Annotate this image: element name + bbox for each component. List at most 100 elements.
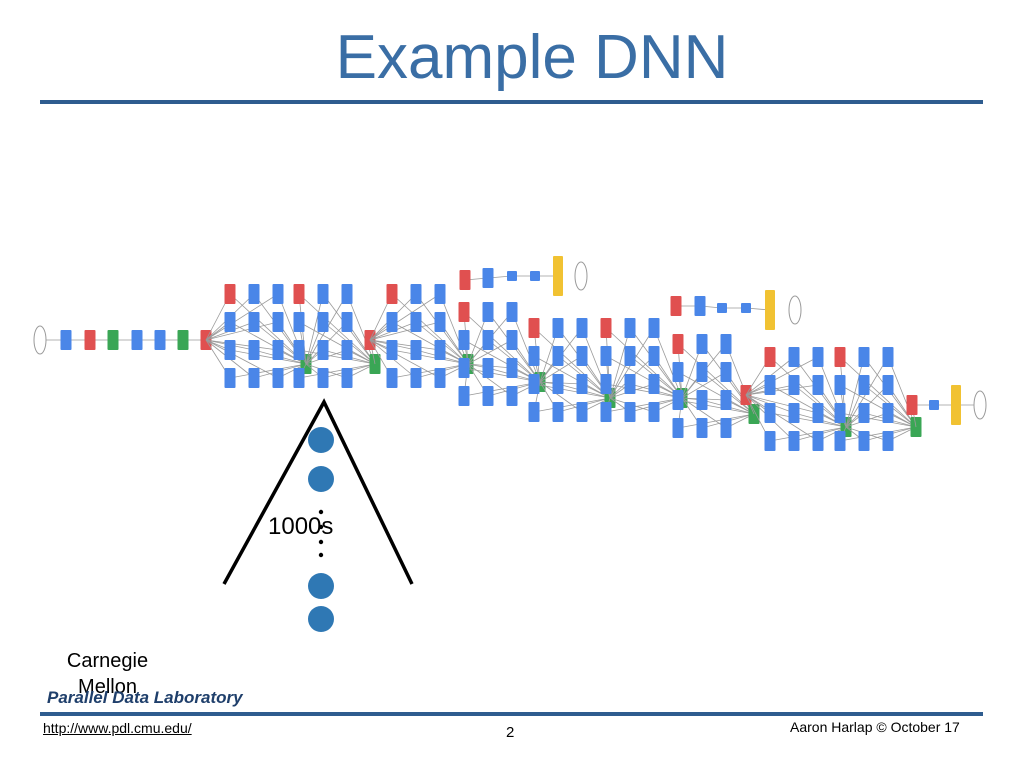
conv-layer: [341, 312, 353, 332]
conv-layer: [624, 402, 636, 422]
output-node: [574, 261, 588, 291]
conv-layer: [552, 346, 564, 366]
conv-layer: [272, 340, 284, 360]
conv-layer: [812, 431, 824, 451]
diagram-edge: [745, 394, 819, 442]
conv-layer: [882, 347, 894, 367]
pool-layer: [600, 318, 612, 338]
layer-node: [308, 466, 334, 492]
conv-layer: [764, 431, 776, 451]
conv-layer: [272, 284, 284, 304]
diagram-edge: [391, 363, 469, 379]
diagram-edge: [229, 293, 307, 365]
conv-layer: [720, 418, 732, 438]
conv-layer: [458, 386, 470, 406]
fc-layer: [530, 271, 540, 281]
softmax-layer: [553, 256, 563, 296]
conv-layer: [576, 374, 588, 394]
diagram-edge: [745, 394, 819, 414]
conv-layer: [624, 374, 636, 394]
conv-layer: [386, 340, 398, 360]
diagram-edge: [369, 339, 441, 351]
conv-layer: [293, 340, 305, 360]
conv-layer: [248, 284, 260, 304]
pdl-url-link[interactable]: http://www.pdl.cmu.edu/: [43, 720, 192, 736]
layer-node: [308, 427, 334, 453]
diagram-edge: [298, 321, 376, 365]
conv-layer: [317, 340, 329, 360]
diagram-edge: [745, 356, 819, 396]
diagram-edge: [839, 426, 917, 442]
diagram-edge: [305, 293, 324, 365]
diagram-edge: [677, 399, 755, 415]
softmax-layer: [765, 290, 775, 330]
pool-layer: [906, 395, 918, 415]
diagram-edge: [539, 355, 583, 383]
diagram-edge: [346, 293, 376, 365]
conv-layer: [696, 390, 708, 410]
conv-layer: [834, 375, 846, 395]
conv-layer: [410, 284, 422, 304]
diagram-edge: [229, 349, 307, 365]
diagram-edge: [439, 293, 469, 365]
slide-title: Example DNN: [335, 23, 729, 92]
diagram-edge: [298, 349, 376, 365]
conv-layer: [648, 374, 660, 394]
diagram-edge: [369, 339, 441, 379]
conv-layer: [528, 374, 540, 394]
input-node: [33, 325, 47, 355]
conv-layer: [788, 347, 800, 367]
conv-layer: [410, 340, 422, 360]
diagram-edge: [391, 349, 469, 365]
diagram-edge: [533, 327, 611, 399]
conv-layer: [764, 403, 776, 423]
ellipsis-dot: [318, 524, 324, 530]
conv-layer: [386, 368, 398, 388]
ellipsis-dot: [318, 539, 324, 545]
conv-layer: [788, 431, 800, 451]
output-node: [973, 390, 987, 420]
conv-layer: [882, 375, 894, 395]
diagram-edge: [839, 356, 917, 428]
conv-layer: [812, 375, 824, 395]
zoom-triangle: [222, 398, 414, 585]
output-node: [788, 295, 802, 325]
conv-layer: [672, 418, 684, 438]
conv-layer: [248, 368, 260, 388]
conv-layer: [482, 302, 494, 322]
diagram-edge: [605, 383, 683, 399]
conv-layer: [528, 346, 540, 366]
conv-layer: [506, 302, 518, 322]
conv-layer: [552, 374, 564, 394]
conv-layer: [224, 312, 236, 332]
diagram-edge: [839, 384, 917, 428]
conv-layer: [648, 346, 660, 366]
diagram-edge: [467, 339, 513, 365]
diagram-edge: [887, 356, 917, 428]
diagram-edge: [229, 363, 307, 379]
diagram-edge: [205, 293, 279, 341]
diagram-edge: [845, 356, 865, 428]
diagram-edge: [298, 363, 376, 379]
diagram-edge: [511, 311, 541, 383]
page-number: 2: [506, 724, 515, 741]
conv-layer: [272, 312, 284, 332]
layer-count-label: 1000s: [268, 513, 334, 540]
conv-layer: [552, 318, 564, 338]
conv-layer: [131, 330, 143, 350]
conv-layer: [672, 390, 684, 410]
diagram-edge: [609, 327, 631, 399]
conv-layer: [576, 402, 588, 422]
concat-layer: [177, 330, 189, 350]
conv-layer: [482, 358, 494, 378]
conv-layer: [696, 334, 708, 354]
diagram-edge: [205, 339, 279, 379]
conv-layer: [248, 312, 260, 332]
conv-layer: [317, 284, 329, 304]
conv-layer: [812, 347, 824, 367]
conv-layer: [694, 296, 706, 316]
conv-layer: [720, 390, 732, 410]
fc-layer: [929, 400, 939, 410]
conv-layer: [506, 386, 518, 406]
